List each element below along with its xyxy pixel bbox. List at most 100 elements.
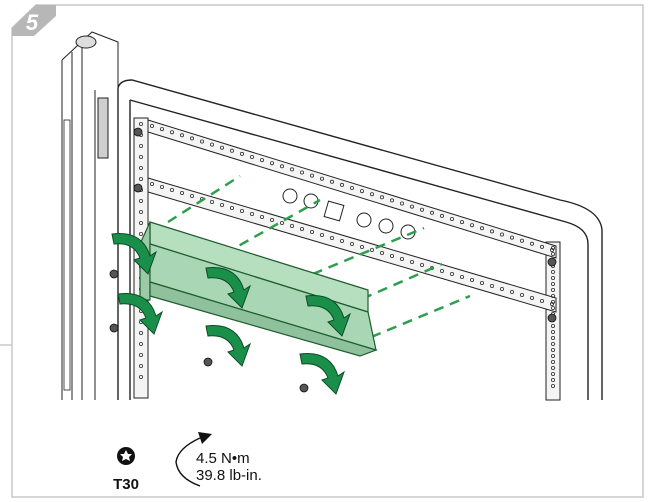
rail-hole xyxy=(138,209,143,214)
rail-hole xyxy=(551,305,556,310)
horizontal-rails xyxy=(147,119,557,313)
rail-hole xyxy=(329,179,334,184)
rotation-arrow xyxy=(299,352,345,395)
rail-hole xyxy=(509,235,514,240)
rail-hole xyxy=(419,262,424,267)
rail-hole xyxy=(551,281,556,286)
rail-hole xyxy=(229,148,234,153)
rail-hole xyxy=(551,341,556,346)
rail-hole xyxy=(269,217,274,222)
rail-hole xyxy=(259,158,264,163)
torque-metric: 4.5 N•m xyxy=(196,450,250,467)
step-badge xyxy=(12,5,56,36)
rail-hole xyxy=(349,241,354,246)
rail-hole xyxy=(399,201,404,206)
rail-hole xyxy=(329,235,334,240)
rail-hole xyxy=(429,210,434,215)
rail-hole xyxy=(551,287,556,292)
torque-imperial: 39.8 lb-in. xyxy=(196,467,262,484)
torque-arrowhead xyxy=(198,432,212,444)
rail-hole xyxy=(399,256,404,261)
rail-hole xyxy=(551,245,556,250)
rail-hole xyxy=(369,192,374,197)
rail-hole xyxy=(499,286,504,291)
rail-hole xyxy=(489,283,494,288)
step-number: 5 xyxy=(25,10,39,35)
rotation-arrow xyxy=(111,232,157,275)
rail-hole xyxy=(459,274,464,279)
rail-hole xyxy=(319,232,324,237)
rail-hole xyxy=(239,151,244,156)
rail-hole xyxy=(169,187,174,192)
left-upright-perforations xyxy=(63,119,71,391)
rail-hole xyxy=(551,383,556,388)
rail-hole xyxy=(540,244,545,249)
rail-hole xyxy=(138,165,143,170)
cable-knockouts xyxy=(282,188,416,240)
rail-hole xyxy=(209,199,214,204)
rail-hole xyxy=(551,335,556,340)
rotation-arrow xyxy=(117,292,163,335)
torque-arrow-icon xyxy=(175,437,201,487)
tool-label: T30 xyxy=(113,476,139,493)
rotation-arrow xyxy=(305,294,351,337)
rail-hole xyxy=(259,214,264,219)
rail-hole xyxy=(551,371,556,376)
rail-hole xyxy=(409,204,414,209)
rail-hole xyxy=(138,154,143,159)
rail-hole xyxy=(199,139,204,144)
rail-hole xyxy=(219,202,224,207)
rail-hole xyxy=(449,271,454,276)
rail-hole xyxy=(459,220,464,225)
rail-hole xyxy=(279,164,284,169)
rail-hole xyxy=(551,377,556,382)
rail-hole xyxy=(138,220,143,225)
rail-hole xyxy=(551,353,556,358)
rail-hole xyxy=(479,226,484,231)
rail-hole xyxy=(389,253,394,258)
rail-hole xyxy=(550,301,555,306)
rail-hole xyxy=(479,280,484,285)
rail-hole xyxy=(138,374,143,379)
rail-hole xyxy=(169,130,174,135)
rail-hole xyxy=(469,223,474,228)
rail-hole xyxy=(309,229,314,234)
rail-hole xyxy=(138,122,143,127)
rail-hole xyxy=(309,173,314,178)
rail-hole xyxy=(530,241,535,246)
rail-hole xyxy=(499,232,504,237)
rail-hole xyxy=(209,142,214,147)
rail-hole xyxy=(138,330,143,335)
rail-hole xyxy=(179,190,184,195)
hinge xyxy=(97,97,109,159)
rotation-arrow xyxy=(205,324,251,367)
rail-hole xyxy=(179,133,184,138)
rail-hole xyxy=(551,275,556,280)
rail-hole xyxy=(138,341,143,346)
rail-hole xyxy=(551,269,556,274)
enclosure-left-side xyxy=(61,31,119,400)
rail-hole xyxy=(138,143,143,148)
rail-hole xyxy=(419,207,424,212)
rail-hole xyxy=(339,182,344,187)
rail-hole xyxy=(469,277,474,282)
rail-hole xyxy=(289,167,294,172)
rail-hole xyxy=(138,231,143,236)
rail-hole xyxy=(509,289,514,294)
torx-star-icon xyxy=(117,447,135,465)
rail-hole xyxy=(550,247,555,252)
rail-hole xyxy=(540,298,545,303)
rail-hole xyxy=(219,145,224,150)
rail-hole xyxy=(520,238,525,243)
rail-hole xyxy=(249,154,254,159)
rail-hole xyxy=(369,247,374,252)
rail-hole xyxy=(359,189,364,194)
rail-hole xyxy=(319,176,324,181)
rail-hole xyxy=(138,363,143,368)
rail-hole xyxy=(551,359,556,364)
rotation-arrows xyxy=(111,232,351,395)
rail-hole xyxy=(279,220,284,225)
rotation-arrow xyxy=(205,266,251,309)
rail-hole xyxy=(239,208,244,213)
screws xyxy=(109,127,557,393)
